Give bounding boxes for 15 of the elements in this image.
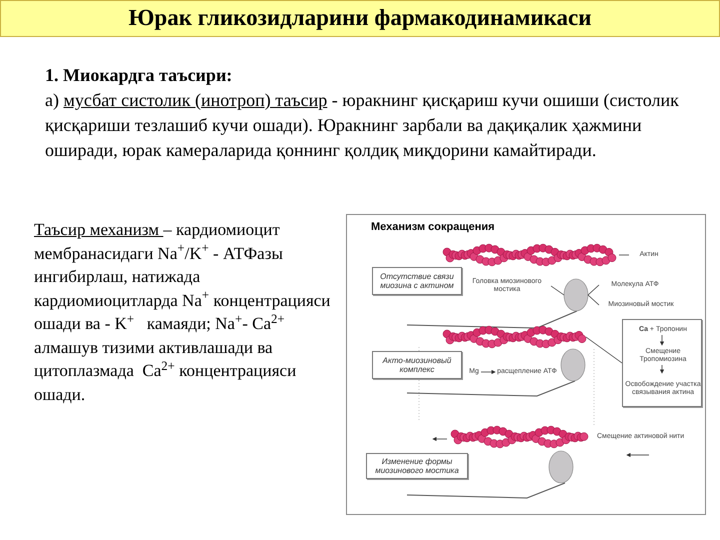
actin-filament-drawing	[442, 326, 586, 348]
arrow	[660, 334, 664, 346]
caption-box: Отсутствие связи миозина с актином	[372, 267, 462, 295]
actin-filament-drawing	[442, 244, 616, 266]
caption-box: Акто-миозиновый комплекс	[372, 351, 462, 379]
info-box	[622, 319, 702, 407]
title-banner: Юрак гликозидларини фармакодинамикаси	[0, 0, 720, 37]
arrow	[660, 364, 664, 374]
caption-box: Изменение формы миозинового мостика	[366, 453, 468, 479]
panel-title: Механизм сокращения	[371, 220, 495, 235]
arrow	[480, 370, 496, 374]
paragraph: Таъсир механизм – кардиомиоцит мембранасидаги Na$^{+}$/K$^{+}$ - АТФазы ингибирлаш, натижада кардиомиоцитларда Na$^{+}$ концентрацияси ошади ва - K$^{+}$ камаяди; Na$^{+}$- Ca$^{2+}$ алмашув тизими активлашади ва цитоплазмада Ca$^{2+}$ концентрацияси ошади.	[34, 219, 332, 406]
myosin-head-drawing	[564, 278, 588, 312]
heading: 1. Миокардга таъсири:	[45, 64, 232, 87]
paragraph: а) мусбат систолик (инотроп) таъсир - юракнинг қисқариш кучи ошиши (систолик қисқариши тезлашиб кучи ошади). Юракнинг зарбали ва дақиқалик ҳажмини оширади, юрак камераларида қоннинг қолдиқ миқдорини камайтиради.	[45, 89, 680, 162]
